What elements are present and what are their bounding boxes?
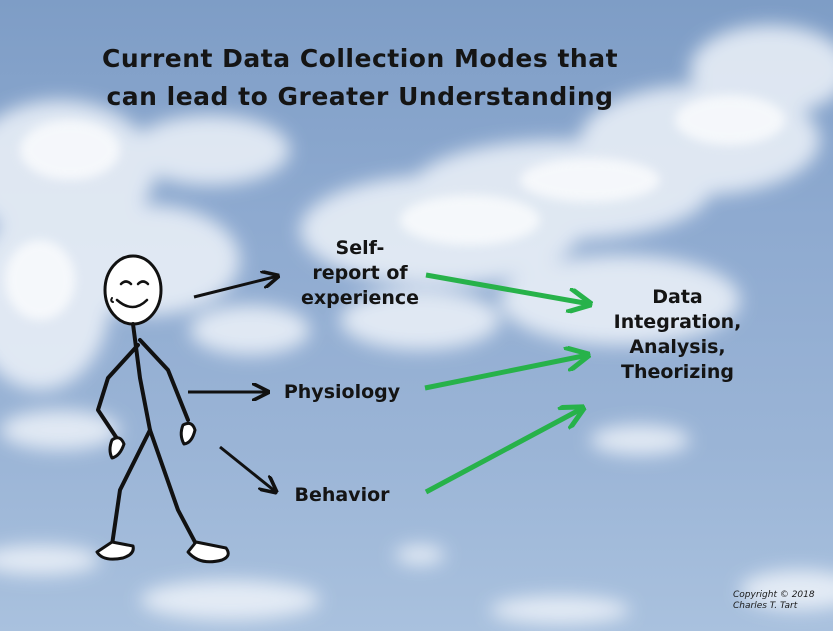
title-line-1: Current Data Collection Modes that	[101, 44, 619, 73]
node-self-report-line-2: report of	[312, 262, 408, 284]
node-behavior: Behavior	[294, 484, 390, 506]
arrow-to-behavior	[219, 445, 276, 492]
node-self-report-line-3: experience	[300, 287, 420, 309]
copyright-line-1: Copyright © 2018	[733, 590, 815, 600]
node-data-integration: Data Integration, Analysis, Theorizing	[590, 285, 765, 385]
arrow-to-self-report	[193, 276, 278, 299]
copyright-line-2: Charles T. Tart	[733, 601, 798, 611]
node-self-report-line-1: Self-	[335, 237, 385, 259]
node-data-line-1: Data	[652, 286, 703, 308]
node-data-line-4: Theorizing	[620, 361, 734, 383]
green-arrow-physiology	[424, 355, 588, 391]
copyright-notice: Copyright © 2018 Charles T. Tart	[733, 590, 828, 612]
node-data-line-2: Integration,	[613, 311, 742, 333]
node-data-line-3: Analysis,	[629, 336, 726, 358]
node-self-report: Self- report of experience	[280, 236, 440, 311]
title-line-2: can lead to Greater Understanding	[106, 82, 614, 111]
node-physiology: Physiology	[283, 381, 401, 403]
green-arrow-self-report	[425, 272, 590, 304]
stick-figure-icon	[95, 254, 230, 564]
green-arrow-behavior	[424, 408, 583, 495]
